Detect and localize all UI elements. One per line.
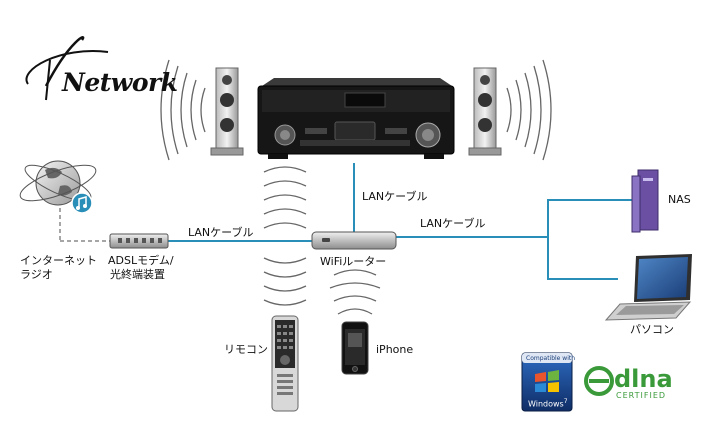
network-logo-swoosh — [25, 36, 109, 101]
windows-version-text: 7 — [563, 398, 568, 405]
remote-control — [271, 315, 299, 412]
windows-name-text: Windows7 — [528, 398, 568, 409]
label-modem-line2: 光終端装置 — [110, 268, 165, 281]
right-speaker — [468, 67, 502, 156]
lan-cables — [168, 163, 632, 280]
label-nas: NAS — [668, 193, 691, 206]
internet-globe — [19, 160, 97, 206]
dlna-name-text: dlna — [614, 365, 673, 393]
nas-device — [631, 169, 659, 233]
label-lan-cable-devices: LANケーブル — [420, 217, 486, 230]
label-remote: リモコン — [224, 343, 268, 356]
cable-router-pc — [547, 237, 618, 280]
left-speaker-waves — [160, 59, 206, 161]
music-note-badge — [71, 192, 93, 214]
laptop-pc — [604, 254, 692, 321]
wifi-router — [311, 231, 397, 250]
left-speaker — [210, 67, 244, 156]
label-wifi-router: WiFiルーター — [320, 255, 387, 268]
windows7-badge — [521, 352, 573, 412]
label-modem-line1: ADSLモデム/ — [108, 254, 174, 267]
label-lan-cable-receiver: LANケーブル — [362, 190, 428, 203]
dlna-certified-text: CERTIFIED — [616, 391, 667, 400]
network-logo-text: Network — [62, 68, 178, 97]
adsl-modem — [109, 233, 169, 249]
right-speaker-waves — [506, 59, 552, 161]
label-pc: パソコン — [630, 323, 674, 336]
label-iphone: iPhone — [376, 343, 414, 356]
label-lan-cable-modem: LANケーブル — [188, 226, 254, 239]
label-internet-radio-line2: ラジオ — [20, 268, 53, 281]
iphone-device — [341, 321, 369, 375]
remote-signal-waves — [263, 166, 307, 306]
cable-router-nas — [396, 199, 632, 238]
dlna-logo — [584, 366, 614, 396]
label-internet-radio-line1: インターネット — [20, 254, 97, 267]
av-receiver — [257, 78, 455, 159]
windows-compatible-text: Compatible with — [526, 355, 576, 362]
iphone-signal-waves — [329, 269, 381, 315]
